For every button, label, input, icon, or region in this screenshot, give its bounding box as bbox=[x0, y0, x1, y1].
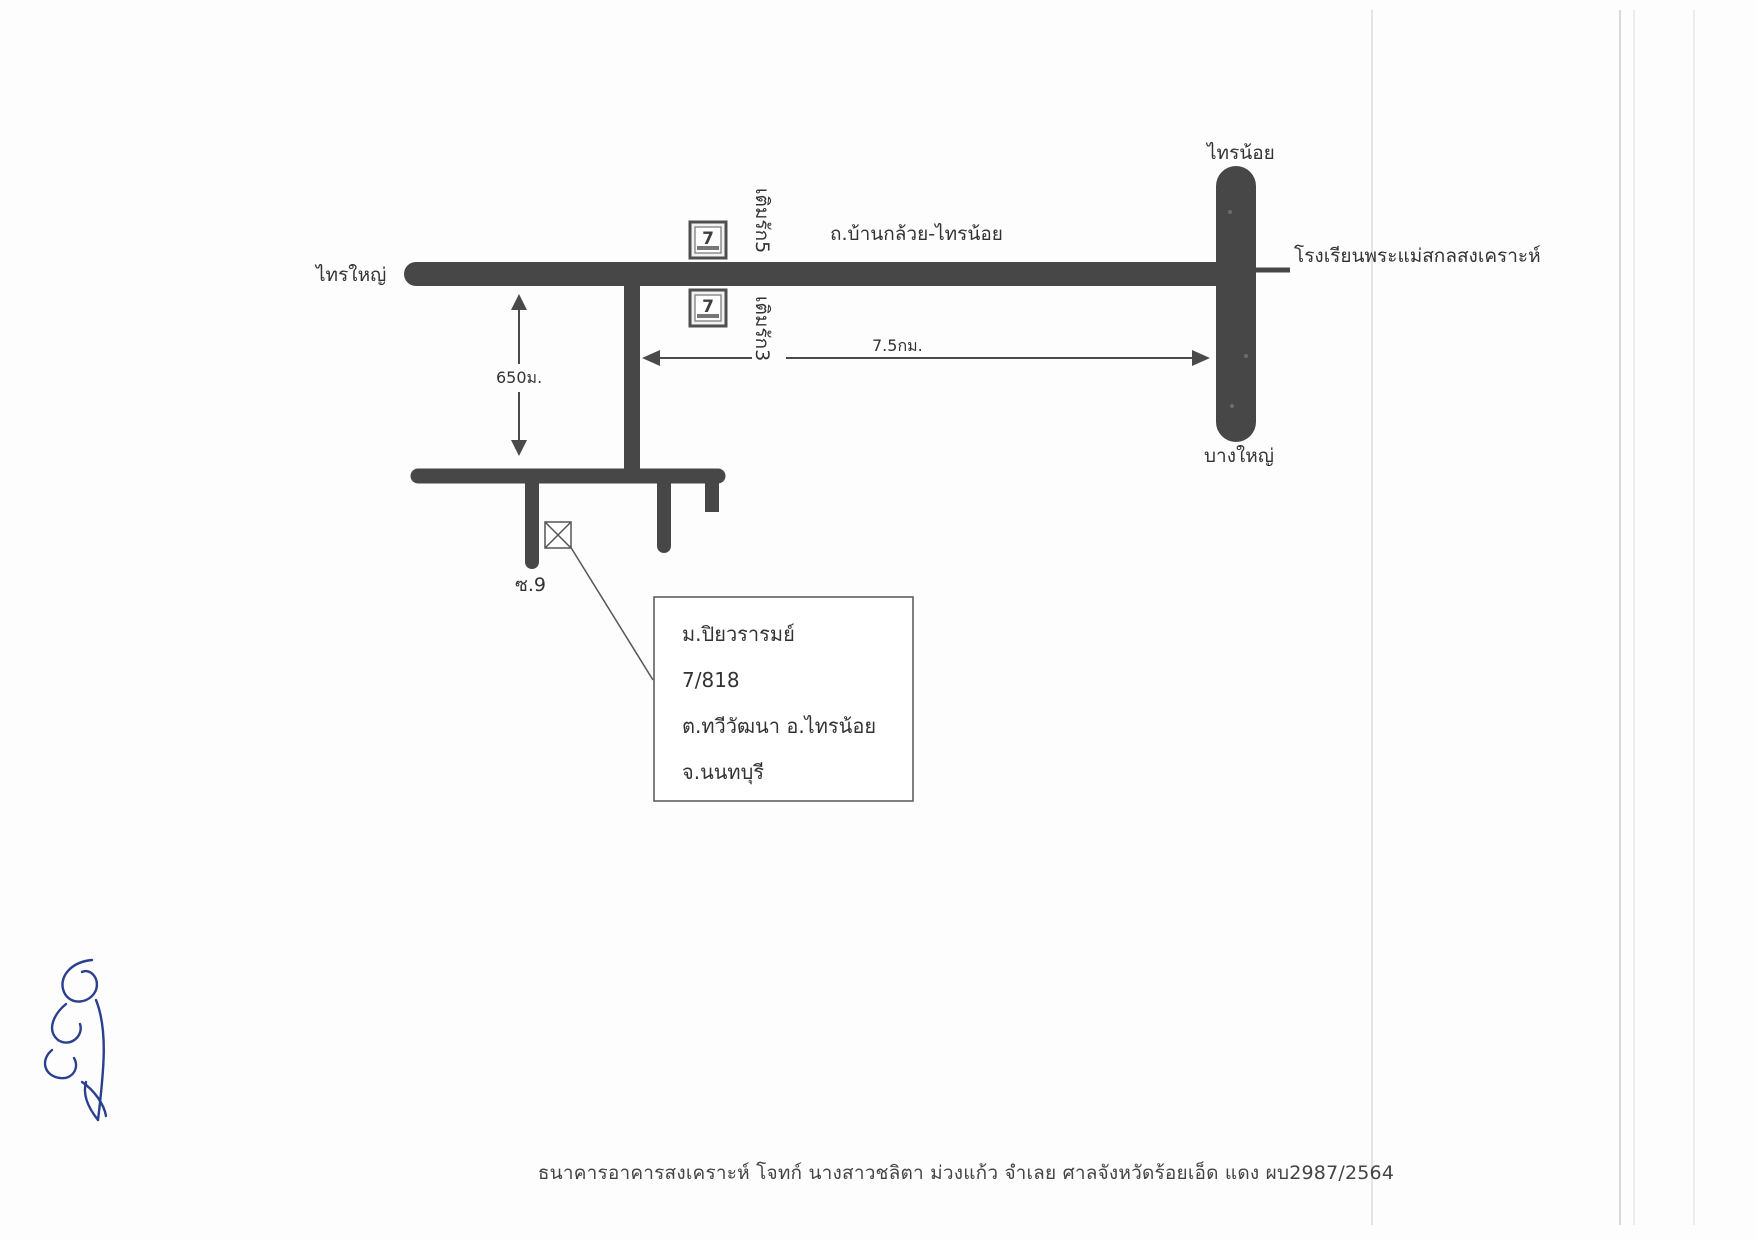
svg-text:7: 7 bbox=[702, 297, 714, 317]
address-line-4: จ.นนทบุรี bbox=[682, 760, 764, 785]
distance-arrow-vertical bbox=[511, 294, 527, 456]
soi-label: ซ.9 bbox=[515, 574, 546, 596]
scan-speck bbox=[1230, 404, 1234, 408]
footer-text: ธนาคารอาคารสงเคราะห์ โจทก์ นางสาวชลิตา ม… bbox=[537, 1162, 1395, 1184]
distance-label-vertical: 650ม. bbox=[496, 368, 542, 387]
scan-speck bbox=[1244, 354, 1248, 358]
seven-eleven-store-icon: 7 bbox=[688, 288, 728, 328]
handwritten-signature bbox=[43, 958, 108, 1122]
address-leader-line bbox=[569, 545, 654, 681]
store-label-2: เติมรัก3 bbox=[751, 296, 773, 361]
distance-arrow-horizontal bbox=[642, 350, 1210, 366]
address-box bbox=[653, 596, 914, 802]
boxed-x-property-icon bbox=[544, 521, 572, 549]
road-name-label: ถ.บ้านกล้วย-ไทรน้อย bbox=[830, 223, 1003, 245]
store-label-1: เติมรัก5 bbox=[751, 188, 773, 253]
seven-eleven-store-icon: 7 bbox=[688, 220, 728, 260]
place-label-south: บางใหญ่ bbox=[1204, 445, 1274, 467]
place-label-school: โรงเรียนพระแม่สกลสงเคราะห์ bbox=[1294, 244, 1541, 267]
roads bbox=[404, 166, 1290, 569]
svg-text:7: 7 bbox=[702, 229, 714, 249]
distance-label-horizontal: 7.5กม. bbox=[872, 336, 923, 355]
address-line-2: 7/818 bbox=[682, 668, 740, 692]
place-label-north: ไทรน้อย bbox=[1205, 142, 1275, 164]
place-label-west: ไทรใหญ่ bbox=[314, 264, 386, 286]
scan-speck bbox=[1228, 210, 1232, 214]
address-line-1: ม.ปิยวรารมย์ bbox=[682, 622, 795, 646]
document-footer: ธนาคารอาคารสงเคราะห์ โจทก์ นางสาวชลิตา ม… bbox=[0, 1158, 1756, 1188]
address-line-3: ต.ทวีวัฒนา อ.ไทรน้อย bbox=[682, 714, 876, 738]
